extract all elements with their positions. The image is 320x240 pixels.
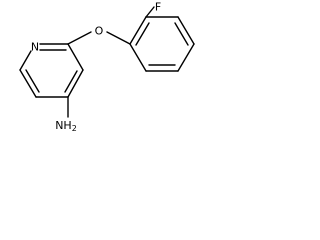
bond-c2-c3 (67, 43, 84, 71)
amine-label: NH2 (55, 119, 77, 133)
fluorophenyl-ring (129, 6, 195, 72)
bond-c6-n1 (19, 50, 32, 71)
bond-o-c1prime (106, 31, 131, 45)
bond-c3-c4-double (64, 70, 78, 93)
bond-c1p-c2p (129, 16, 147, 45)
structure-diagram: N O F NH2 (19, 1, 195, 133)
oxygen-label: O (95, 25, 104, 38)
fluorine-label: F (155, 1, 161, 14)
ether-linkage (67, 31, 131, 45)
bond-c1p-c2p-double (135, 22, 150, 46)
bond-c6p-c1p (129, 43, 147, 72)
bond-c2-o (67, 31, 92, 45)
bond-c5-c6 (19, 69, 37, 98)
amine-label-main: NH (55, 119, 72, 132)
bond-c2p-f (145, 6, 155, 18)
bond-c5-c6-double (25, 69, 40, 93)
pyridine-ring (19, 43, 84, 98)
bond-c3p-c4p-double (174, 22, 189, 46)
bond-c3-c4 (67, 69, 84, 98)
bond-c3p-c4p (177, 16, 195, 45)
bond-c4p-c5p (177, 43, 195, 72)
nitrogen-label: N (31, 41, 39, 54)
amine-label-subscript: 2 (72, 124, 77, 133)
